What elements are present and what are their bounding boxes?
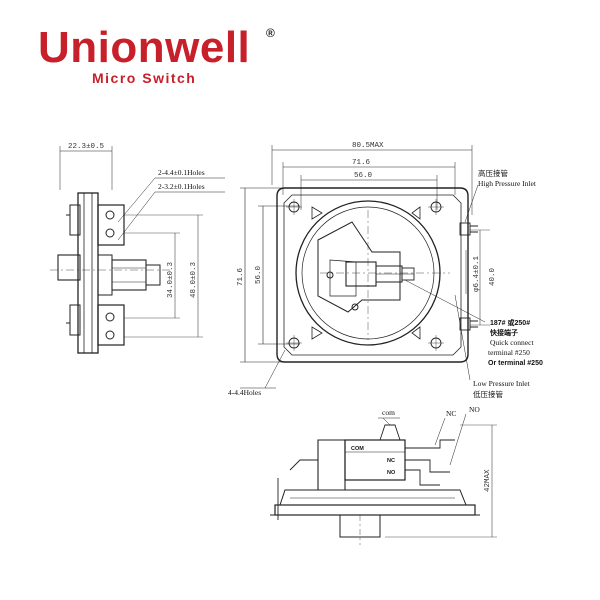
low-pressure-cn: 低压接管 [473,389,503,399]
dim-71-6-top: 71.6 [352,159,371,167]
com-tag: COM [351,446,364,452]
nc-label: NC [446,409,456,418]
dim-6-4: φ6.4±0.1 [473,255,481,292]
dim-80-5-max: 80.5MAX [352,142,384,150]
no-tag: NO [387,470,396,476]
front-view [240,145,490,389]
dim-48: 48.0±0.3 [190,261,198,298]
high-pressure-cn: 高压接管 [478,168,508,178]
side-view [50,146,225,354]
brand-name: Unionwell [38,23,251,72]
holes-b-label: 2-3.2±0.1Holes [158,182,205,191]
terminal-en3: Or terminal #250 [488,360,543,367]
terminal-cn2: 快接端子 [490,328,518,337]
low-pressure-en: Low Pressure Inlet [473,379,531,388]
dim-56-left: 56.0 [255,265,263,284]
bottom-view [270,413,497,545]
dim-40: 40.0 [489,267,497,286]
nc-tag: NC [387,458,395,464]
terminal-en1: Quick connect [490,338,534,347]
dim-22-3: 22.3±0.5 [68,143,105,151]
brand-tagline: Micro Switch [92,70,197,86]
com-label: com [382,408,395,417]
holes-4-label: 4-4.4Holes [228,388,261,397]
terminal-cn: 187# 或250# [490,318,530,327]
brand-logo: Unionwell ® Micro Switch [38,26,298,96]
no-label: NO [469,405,480,414]
terminal-en2: terminal #250 [488,348,530,357]
dim-71-6-left: 71.6 [237,267,245,286]
dim-56-top: 56.0 [354,172,373,180]
dim-34: 34.0±0.3 [167,261,175,298]
registered-mark: ® [266,26,275,40]
dim-42-max: 42MAX [484,469,492,492]
holes-a-label: 2-4.4±0.1Holes [158,168,205,177]
high-pressure-en: High Pressure Inlet [478,179,537,188]
